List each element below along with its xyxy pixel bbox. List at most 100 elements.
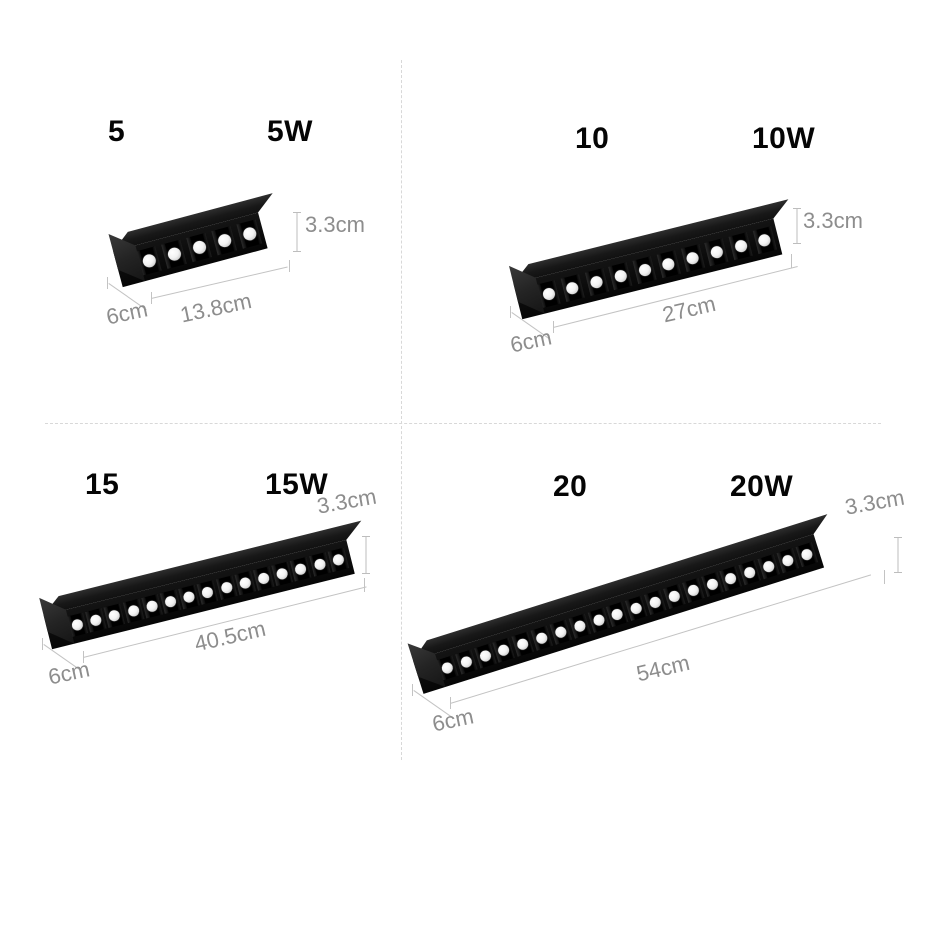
led-cell xyxy=(161,239,187,269)
led-cell xyxy=(252,566,275,591)
wattage-label-15w: 15W xyxy=(265,468,329,501)
led-lens xyxy=(216,232,233,249)
led-lens xyxy=(145,599,159,613)
led-lens xyxy=(238,576,252,590)
led-lens xyxy=(534,631,549,646)
led-cell xyxy=(587,607,610,633)
led-lens xyxy=(440,661,455,675)
led-lens xyxy=(70,618,85,632)
led-cell xyxy=(608,261,633,290)
height-dimension-10w: 3.3cm xyxy=(803,208,863,233)
led-lens xyxy=(108,608,122,623)
divider-horizontal xyxy=(45,423,881,424)
led-lens xyxy=(705,577,719,592)
wattage-label-20w: 20W xyxy=(730,470,794,503)
led-lens xyxy=(629,601,644,616)
led-cell xyxy=(141,594,163,619)
led-lens xyxy=(610,607,625,622)
led-count-label-5w: 5 xyxy=(108,115,126,148)
led-cell xyxy=(215,575,238,600)
led-lens xyxy=(637,262,652,277)
led-lens xyxy=(667,589,682,604)
width-dimension-5w: 13.8cm xyxy=(178,287,254,328)
led-cell xyxy=(757,554,781,580)
led-lens xyxy=(648,595,663,610)
led-lens xyxy=(166,246,182,263)
led-lens xyxy=(312,557,327,572)
led-cell xyxy=(308,552,331,577)
led-lens xyxy=(661,256,676,271)
led-cell xyxy=(122,598,145,624)
led-cell xyxy=(568,613,591,639)
led-cell xyxy=(681,577,705,604)
led-cell xyxy=(584,267,609,296)
led-cell xyxy=(680,243,705,272)
led-cell xyxy=(327,547,350,573)
light-fixture-5w xyxy=(108,193,273,288)
led-cell xyxy=(530,625,554,651)
led-lens xyxy=(257,571,271,586)
height-dimension-line-5w xyxy=(293,212,301,252)
led-lens xyxy=(275,567,290,581)
led-lens xyxy=(191,239,208,256)
depth-dimension-10w: 6cm xyxy=(508,324,554,358)
led-lens xyxy=(565,280,580,295)
led-lens xyxy=(294,562,308,576)
depth-dimension-5w: 6cm xyxy=(104,296,150,330)
led-cell xyxy=(795,542,818,568)
fixture-top-face xyxy=(412,514,828,661)
led-lens xyxy=(241,226,258,243)
led-cell xyxy=(625,595,648,621)
width-dimension-15w: 40.5cm xyxy=(192,615,268,657)
led-cell xyxy=(186,232,212,263)
led-cell xyxy=(700,571,724,598)
led-cell xyxy=(644,589,667,615)
led-lens xyxy=(89,613,103,627)
led-cell xyxy=(738,560,762,586)
depth-dimension-20w: 6cm xyxy=(430,703,476,737)
led-lens xyxy=(685,250,700,265)
led-cell xyxy=(632,255,657,284)
led-cell xyxy=(656,249,681,278)
led-lens xyxy=(126,604,140,618)
led-cell xyxy=(704,237,729,266)
led-cell xyxy=(290,556,312,582)
led-cell xyxy=(454,649,478,675)
led-lens xyxy=(757,232,772,248)
led-cell xyxy=(85,608,107,633)
led-lens xyxy=(780,553,795,568)
led-cell-row-20w xyxy=(413,534,824,694)
led-cell xyxy=(728,231,753,260)
led-lens xyxy=(743,565,757,580)
light-fixture-10w xyxy=(508,199,789,320)
width-dimension-20w: 54cm xyxy=(634,649,693,687)
led-cell xyxy=(234,570,256,596)
led-cell xyxy=(719,565,743,592)
led-lens xyxy=(516,637,530,652)
led-cell xyxy=(549,619,573,645)
led-cell xyxy=(159,589,182,614)
led-lens xyxy=(140,253,157,269)
led-cell xyxy=(473,643,497,669)
led-cell xyxy=(197,580,219,605)
led-lens xyxy=(478,649,493,663)
led-cell xyxy=(103,603,126,628)
led-cell xyxy=(752,225,777,254)
led-lens xyxy=(201,585,215,600)
led-count-label-10w: 10 xyxy=(575,122,610,155)
width-dimension-10w: 27cm xyxy=(660,290,719,328)
wattage-label-10w: 10W xyxy=(752,122,816,155)
led-lens xyxy=(459,655,474,669)
led-lens xyxy=(589,274,604,289)
height-dimension-5w: 3.3cm xyxy=(305,212,365,237)
depth-dimension-15w: 6cm xyxy=(46,656,92,690)
led-lens xyxy=(733,238,748,253)
led-lens xyxy=(724,571,738,586)
led-lens xyxy=(163,595,178,609)
height-dimension-20w: 3.3cm xyxy=(843,484,907,520)
height-dimension-line-10w xyxy=(793,208,801,244)
led-cell xyxy=(663,583,686,610)
led-cell xyxy=(178,584,200,610)
led-cell xyxy=(511,631,535,657)
led-lens xyxy=(331,553,345,567)
